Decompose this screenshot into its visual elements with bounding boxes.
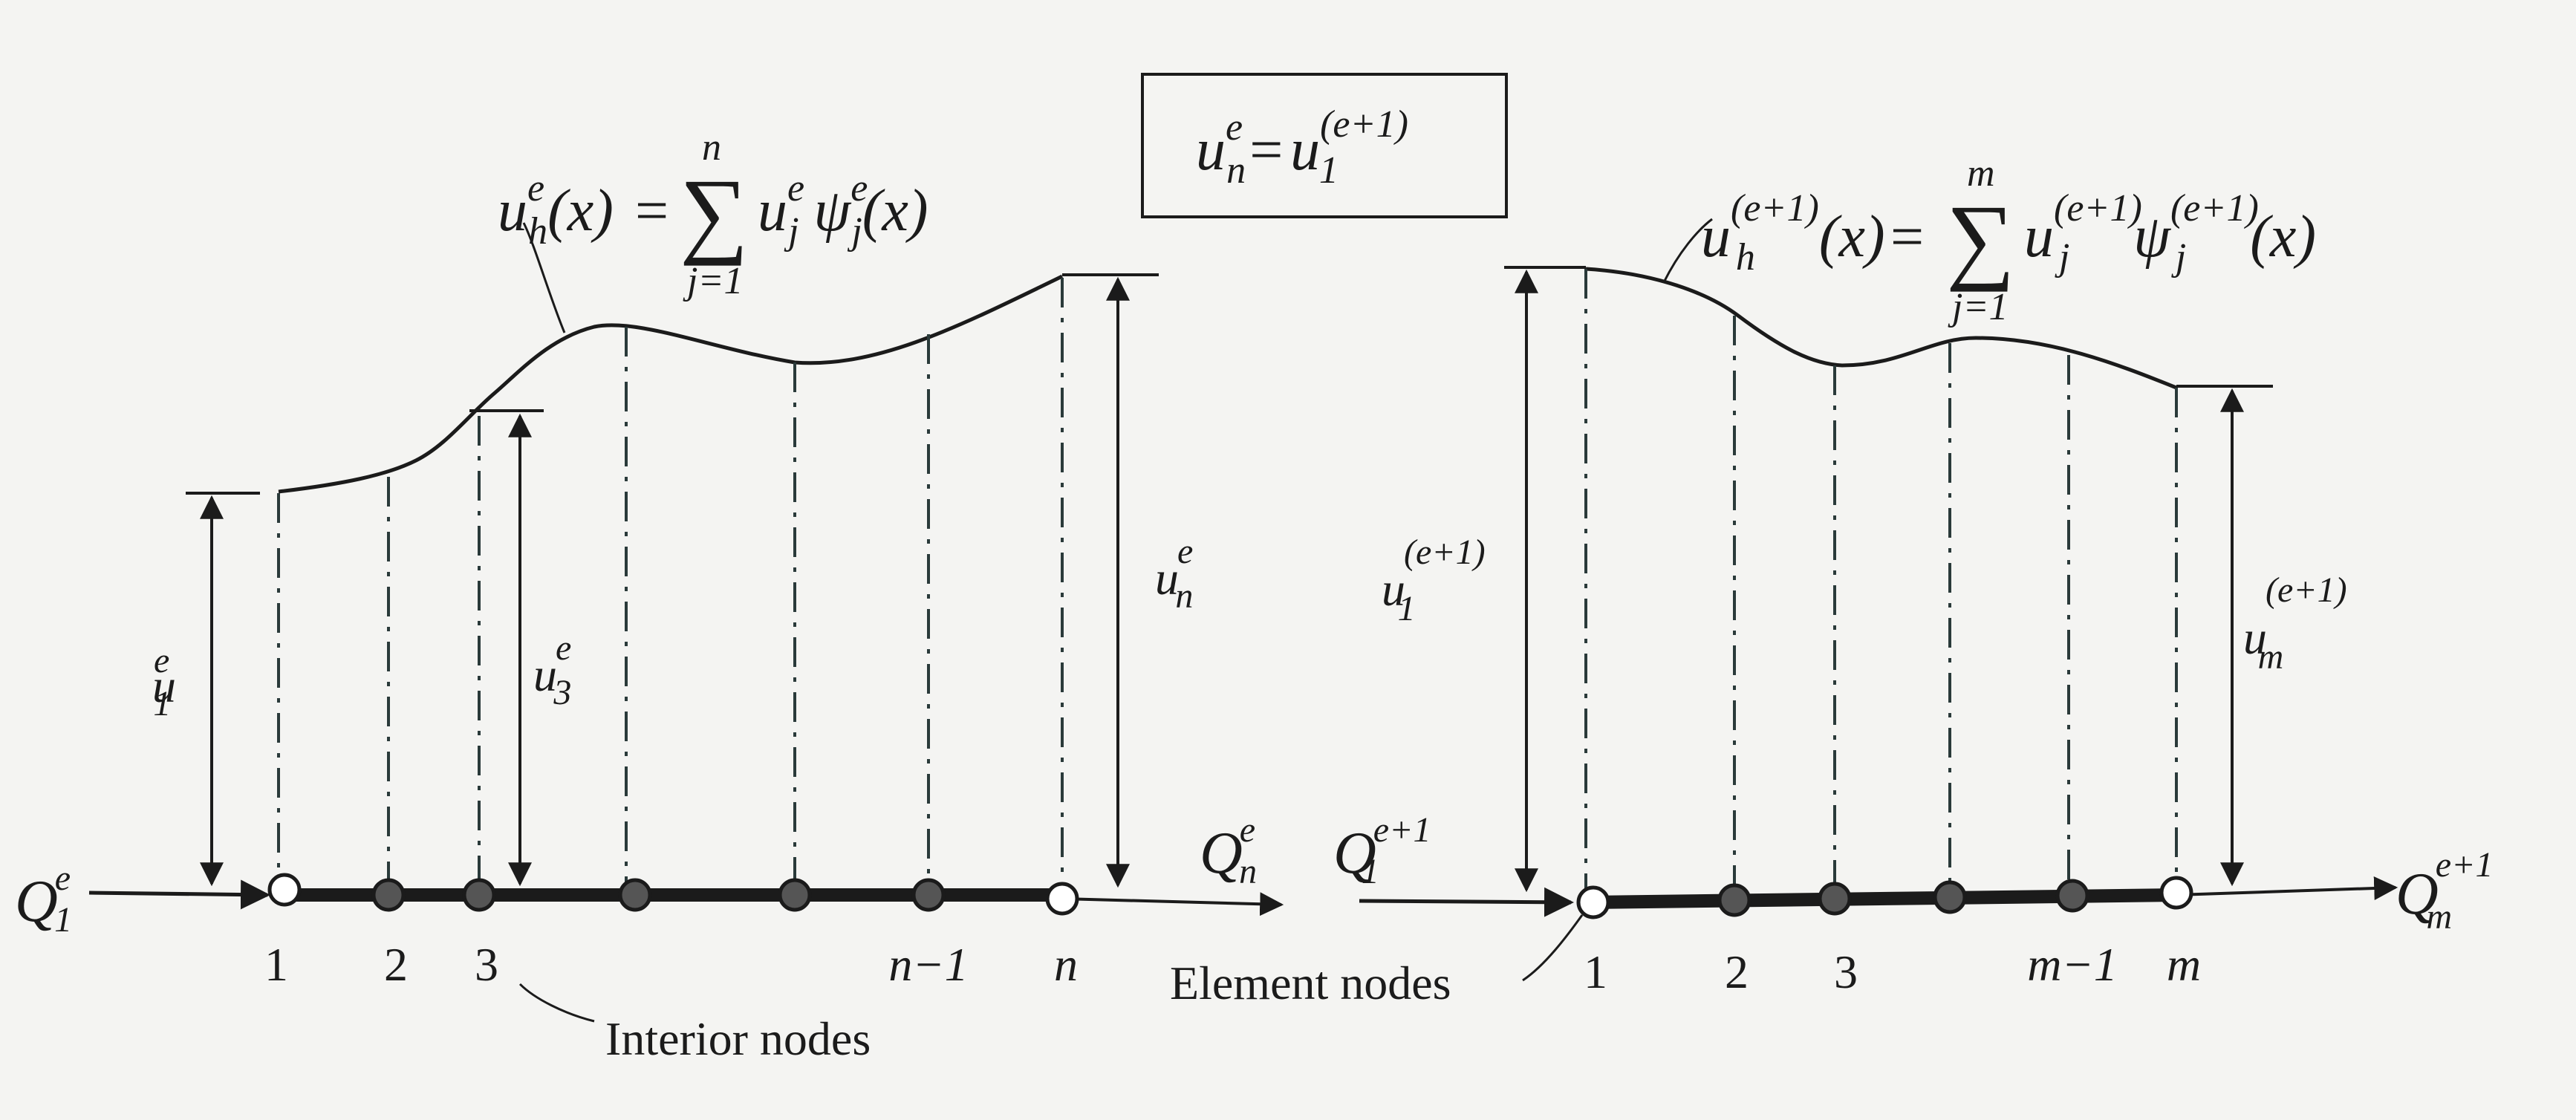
right-interior-node-2	[1717, 883, 1752, 917]
svg-text:∑: ∑	[680, 160, 749, 267]
element-nodes-label: Element nodes	[1170, 957, 1451, 1009]
right-node-labels: 1 2 3 m−1 m	[1584, 938, 2201, 998]
svg-text:u(e+1)jψ(e+1)j(x): u(e+1)jψ(e+1)j(x)	[2024, 187, 2316, 279]
interior-nodes-leader	[518, 983, 595, 1023]
left-interior-node-n-1	[911, 878, 946, 912]
svg-text:m: m	[1967, 152, 1995, 195]
left-interior-node-5	[778, 878, 812, 912]
right-interior-node-m-1	[2055, 879, 2089, 913]
svg-text:u(e+1)h(x): u(e+1)h(x)	[1701, 187, 1885, 279]
left-node-label-n-1: n−1	[888, 938, 968, 991]
right-axis-extension	[2176, 876, 2398, 900]
dim-label-um-e1: u(e+1)m	[2243, 570, 2347, 677]
left-dimensions	[186, 273, 1159, 888]
svg-text:ueh(x): ueh(x)	[498, 167, 614, 253]
svg-text:j=1: j=1	[683, 260, 744, 302]
right-node-label-m: m	[2167, 938, 2201, 991]
right-dimensions	[1504, 266, 2273, 893]
right-element-node-m	[2159, 876, 2193, 910]
left-dashdot-lines	[277, 278, 1064, 891]
interior-nodes-label: Interior nodes	[605, 1012, 871, 1065]
svg-text:j=1: j=1	[1948, 286, 2009, 328]
svg-text:=: =	[1890, 204, 1924, 270]
right-node-label-2: 2	[1725, 945, 1749, 998]
right-solution-curve	[1585, 267, 2177, 390]
left-node-label-2: 2	[384, 938, 408, 991]
left-element-node-1	[267, 873, 302, 907]
svg-text:n: n	[702, 126, 721, 169]
svg-text:=: =	[635, 178, 669, 244]
left-interior-node-3	[462, 878, 496, 912]
right-interior-node-4	[1933, 880, 1967, 914]
svg-text:uen=u(e+1)1: uen=u(e+1)1	[1196, 103, 1408, 192]
right-element-node-1	[1576, 885, 1610, 919]
left-element-node-n	[1045, 882, 1079, 916]
left-node-label-3: 3	[475, 938, 498, 991]
right-node-label-3: 3	[1834, 945, 1858, 998]
right-element: 1 2 3 m−1 m Element nodes u(e+1)1 u(e+1)…	[1170, 218, 2493, 1009]
right-dashdot-lines	[1584, 269, 2178, 891]
left-curve-leader	[522, 222, 566, 333]
left-axis-extension	[1061, 892, 1284, 916]
element-nodes-leader	[1522, 914, 1584, 982]
right-q-in-arrow	[1359, 887, 1574, 917]
right-nodes	[1576, 876, 2193, 919]
left-node-labels: 1 2 3 n−1 n	[264, 938, 1078, 991]
left-interior-node-4	[618, 878, 652, 912]
left-interior-node-2	[371, 878, 406, 912]
right-curve-leader	[1662, 218, 1713, 283]
right-node-label-1: 1	[1584, 945, 1607, 998]
left-solution-curve	[278, 274, 1064, 494]
left-node-label-1: 1	[264, 938, 288, 991]
left-nodes	[267, 873, 1079, 916]
left-node-label-n: n	[1054, 938, 1078, 991]
right-interior-node-3	[1818, 882, 1852, 916]
dim-label-u1-e1: u(e+1)1	[1382, 533, 1486, 628]
left-q-in-arrow	[88, 879, 270, 910]
svg-text:∑: ∑	[1946, 186, 2015, 293]
right-node-label-m-1: m−1	[2027, 938, 2117, 991]
